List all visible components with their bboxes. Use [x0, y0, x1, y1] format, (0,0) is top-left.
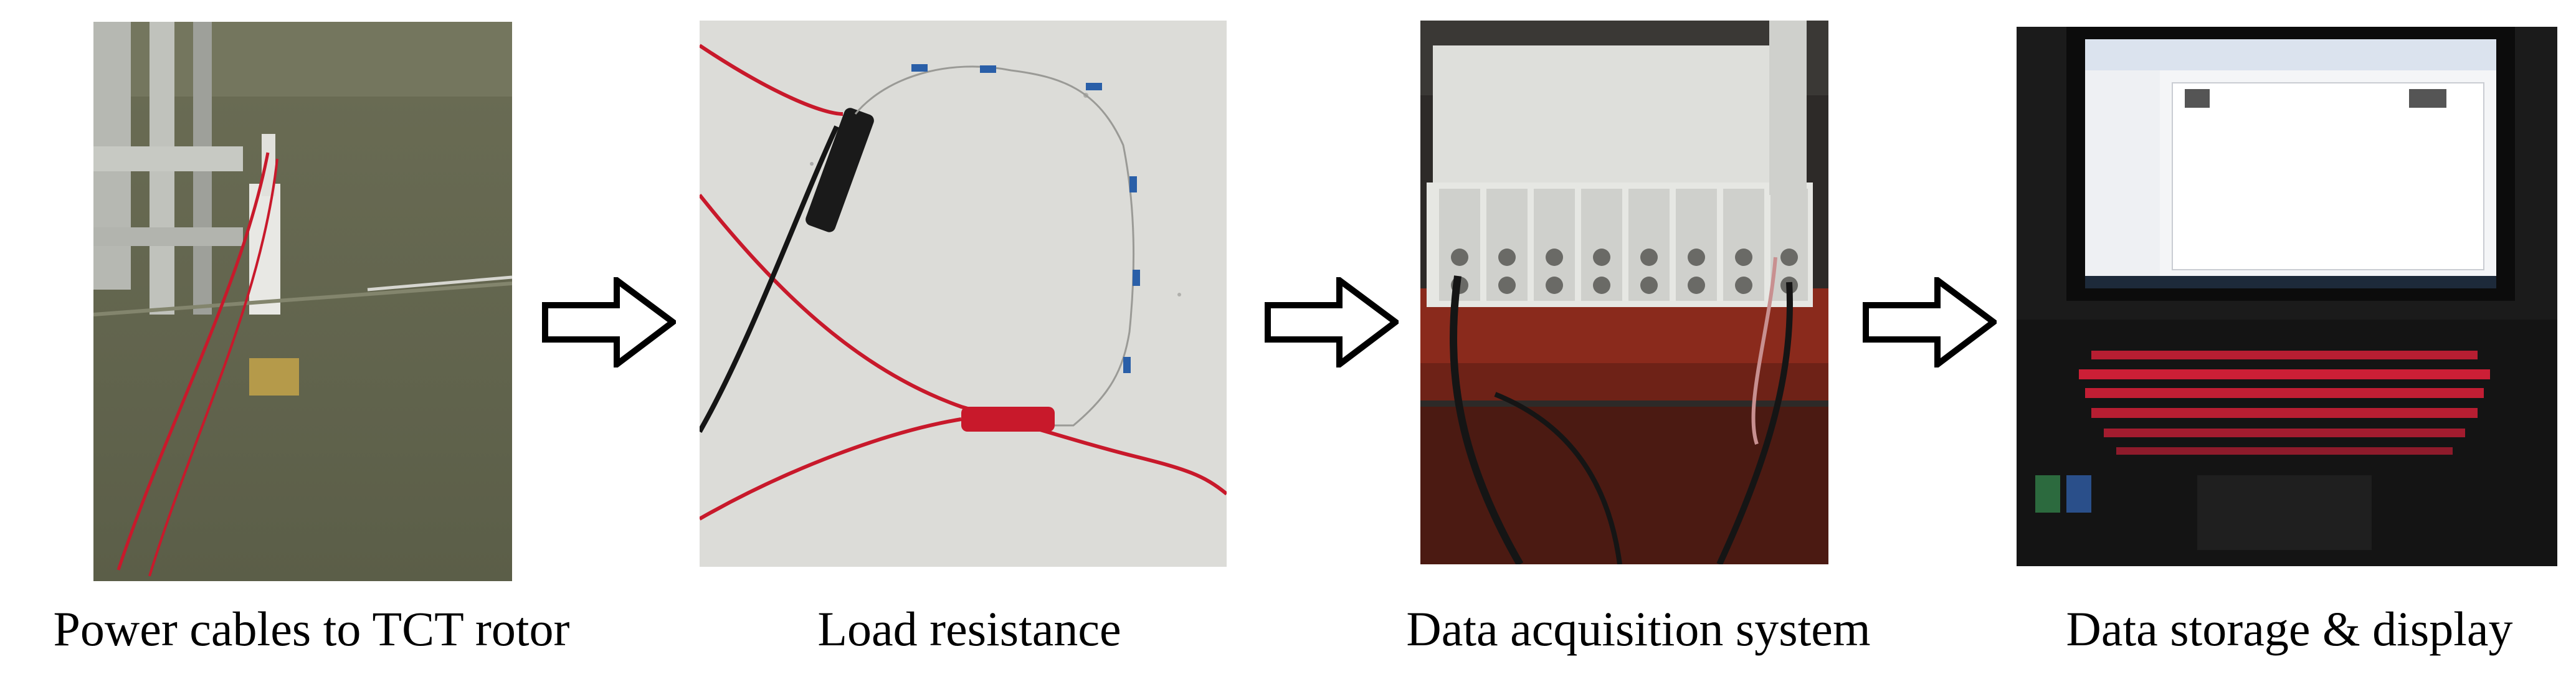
caption-power-cables: Power cables to TCT rotor [53, 602, 570, 656]
caption-data-acquisition: Data acquisition system [1406, 602, 1871, 656]
photo-load-resistance [700, 21, 1227, 567]
photo-data-acquisition [1420, 21, 1828, 564]
right-arrow-icon [1265, 277, 1399, 367]
photo-data-storage-laptop [2017, 27, 2557, 566]
caption-data-storage: Data storage & display [2066, 602, 2513, 656]
right-arrow-icon [542, 277, 676, 367]
right-arrow-icon [1863, 277, 1997, 367]
caption-load-resistance: Load resistance [817, 602, 1121, 656]
photo-power-cables [93, 22, 512, 581]
